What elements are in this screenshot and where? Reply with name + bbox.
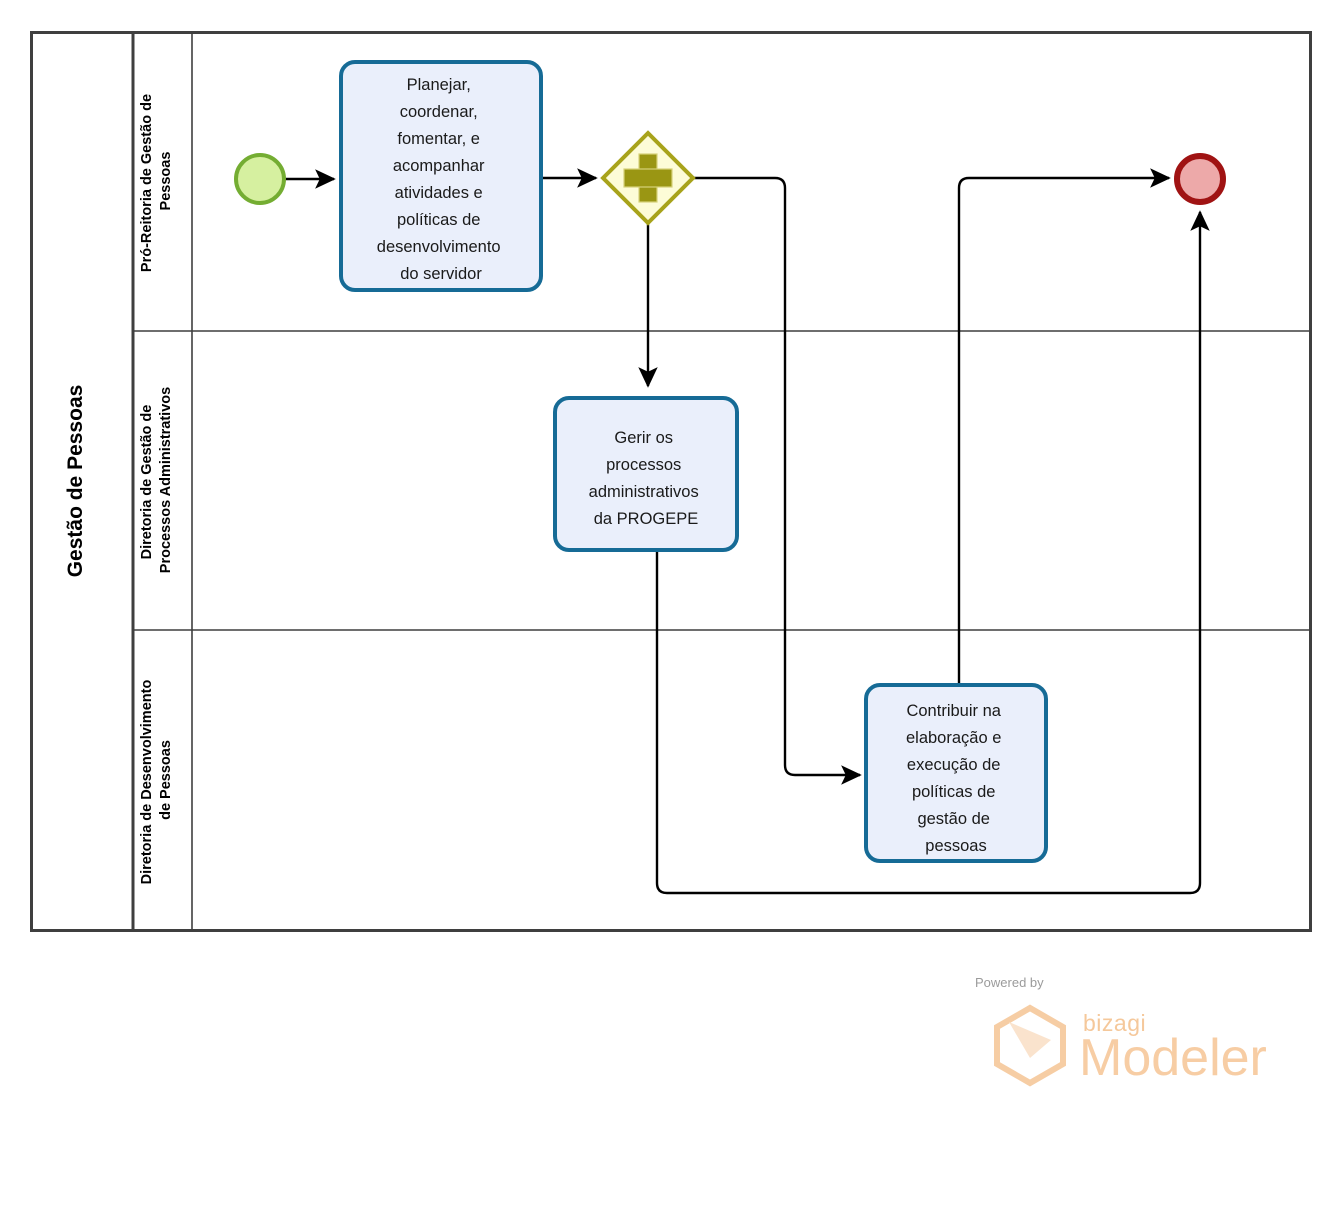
lane-label-diretoria-desenvolvimento: Diretoria de Desenvolvimento de Pessoas — [139, 676, 174, 885]
bizagi-hexagon-logo-icon — [994, 1004, 1066, 1087]
parallel-gateway[interactable] — [600, 130, 696, 226]
task-gerir-box — [553, 396, 739, 552]
watermark-powered-by-text: Powered by — [975, 975, 1044, 990]
watermark-product-text: Modeler — [1079, 1029, 1267, 1087]
task-planejar-box — [339, 60, 543, 292]
lane-header-diretoria-processos[interactable]: Diretoria de Gestão de Processos Adminis… — [139, 387, 174, 573]
plus-icon — [623, 153, 673, 203]
task-contribuir-label: Contribuir na elaboração e execução de p… — [906, 702, 1006, 855]
task-planejar-label: Planejar, coordenar, fomentar, e acompan… — [377, 76, 505, 283]
sequence-flow-layer — [285, 168, 1210, 895]
flow-gateway-to-contribuir[interactable] — [693, 176, 862, 785]
end-event[interactable] — [1174, 153, 1226, 205]
start-event[interactable] — [234, 153, 286, 205]
task-contribuir[interactable]: Contribuir na elaboração e execução de p… — [864, 683, 1048, 863]
lane-label-diretoria-processos: Diretoria de Gestão de Processos Adminis… — [139, 387, 174, 573]
lane-label-pro-reitoria: Pró-Reitoria de Gestão de Pessoas — [139, 90, 174, 272]
flow-gerir-to-end[interactable] — [655, 210, 1210, 895]
task-gerir[interactable]: Gerir os processos administrativos da PR… — [553, 396, 739, 552]
start-event-circle — [234, 153, 286, 205]
lane-header-pro-reitoria[interactable]: Pró-Reitoria de Gestão de Pessoas — [139, 90, 174, 272]
bizagi-watermark: Powered by bizagi Modeler — [975, 975, 1267, 1087]
pool-title: Gestão de Pessoas — [64, 385, 87, 578]
task-gerir-label: Gerir os processos administrativos da PR… — [589, 429, 704, 528]
task-contribuir-box — [864, 683, 1048, 863]
flow-contribuir-to-end[interactable] — [957, 168, 1171, 685]
end-event-circle — [1174, 153, 1226, 205]
lane-header-diretoria-desenvolvimento[interactable]: Diretoria de Desenvolvimento de Pessoas — [139, 676, 174, 885]
watermark-brand-text: bizagi — [1083, 1010, 1146, 1036]
task-planejar[interactable]: Planejar, coordenar, fomentar, e acompan… — [339, 60, 543, 292]
